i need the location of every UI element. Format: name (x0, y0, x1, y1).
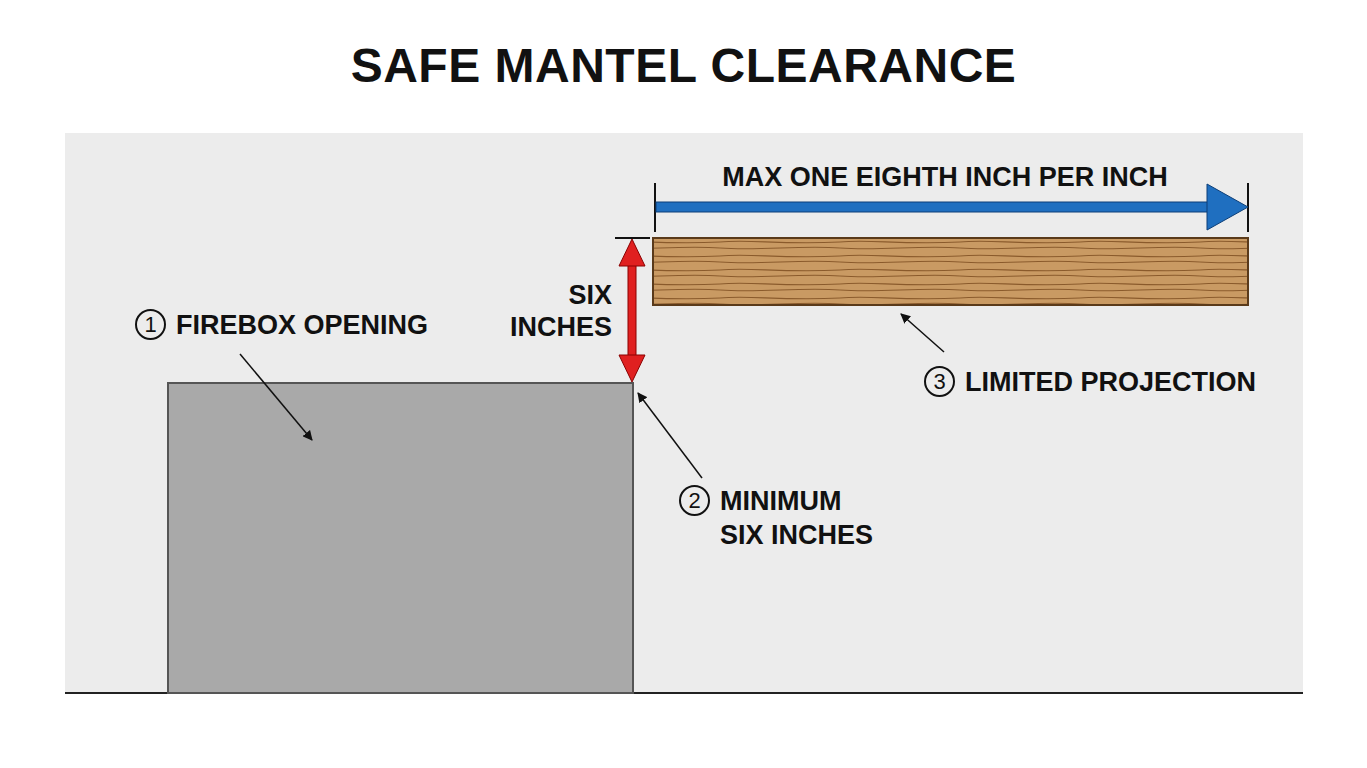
dimension-tick (615, 237, 650, 239)
wall-panel (65, 133, 1303, 693)
projection-label: MAX ONE EIGHTH INCH PER INCH (722, 161, 1168, 193)
callout-number: 1 (135, 309, 166, 340)
leader-line (240, 354, 312, 440)
dimension-label: SIX INCHES (510, 279, 612, 343)
callout: 1 FIREBOX OPENING (135, 308, 428, 342)
firebox (168, 383, 633, 693)
leader-line (638, 393, 702, 478)
callout-label: LIMITED PROJECTION (965, 365, 1256, 399)
wood-grain (654, 239, 1247, 304)
callout-number: 2 (679, 485, 710, 516)
callout-label: MINIMUM SIX INCHES (720, 484, 885, 552)
callout: 3 LIMITED PROJECTION (924, 365, 1256, 399)
leader-line (901, 314, 944, 352)
clearance-arrowhead (619, 239, 645, 266)
projection-arrowhead (1207, 184, 1248, 230)
mantel-shelf (653, 238, 1248, 305)
clearance-arrow (628, 262, 636, 359)
clearance-arrowhead (619, 355, 645, 382)
callout-label: FIREBOX OPENING (176, 308, 428, 342)
callout: 2 MINIMUM SIX INCHES (679, 484, 885, 552)
diagram-title: SAFE MANTEL CLEARANCE (0, 38, 1367, 93)
projection-arrow (656, 202, 1211, 212)
callout-number: 3 (924, 366, 955, 397)
